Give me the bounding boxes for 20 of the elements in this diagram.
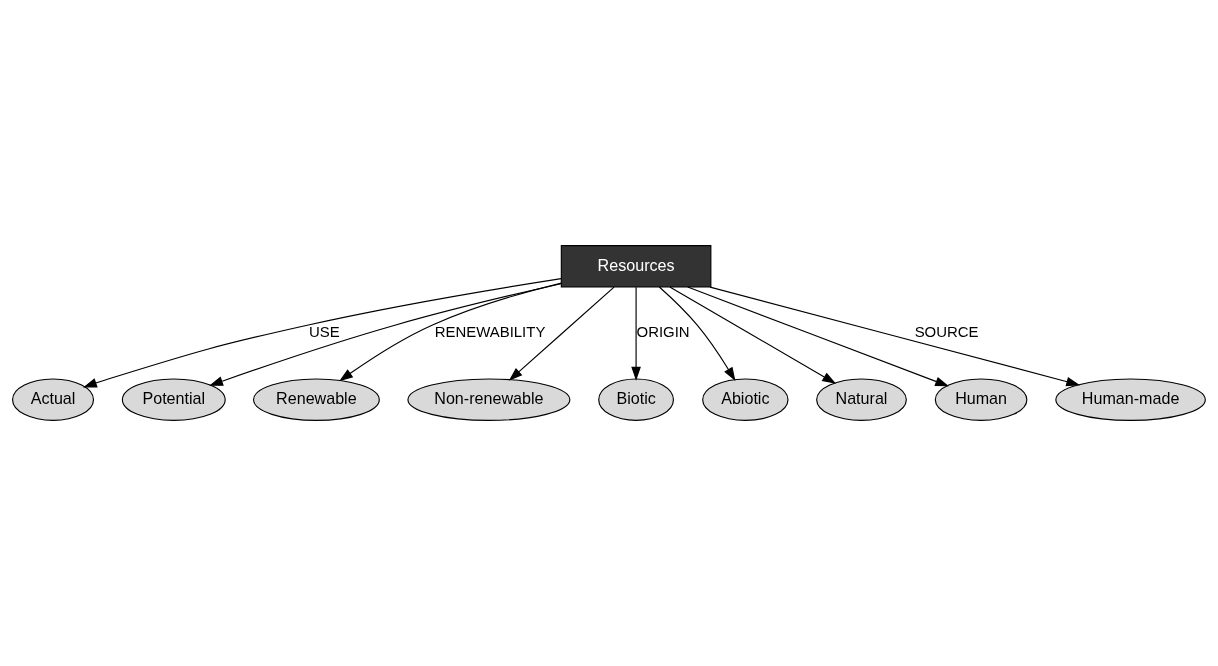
- arrow: [687, 286, 949, 387]
- arrow: [209, 283, 562, 386]
- node-ellipse: Abiotic: [702, 378, 789, 421]
- node-ellipse: Actual: [12, 378, 95, 421]
- arrow: [631, 286, 641, 381]
- edge-label: ORIGIN: [636, 322, 690, 340]
- arrow: [508, 286, 615, 381]
- node-ellipse: Biotic: [598, 378, 675, 421]
- node-ellipse: Non-renewable: [407, 378, 571, 421]
- edge-label: USE: [309, 322, 340, 340]
- arrow: [709, 286, 1081, 387]
- arrow: [339, 282, 562, 382]
- node-ellipse: Renewable: [252, 378, 380, 421]
- arrow: [83, 278, 562, 388]
- arrow: [658, 286, 736, 382]
- node-box: Resources: [560, 245, 712, 288]
- arrow: [669, 286, 837, 384]
- edge-label: RENEWABILITY: [434, 322, 546, 340]
- edge-label: SOURCE: [914, 322, 979, 340]
- node-ellipse: Natural: [816, 378, 907, 421]
